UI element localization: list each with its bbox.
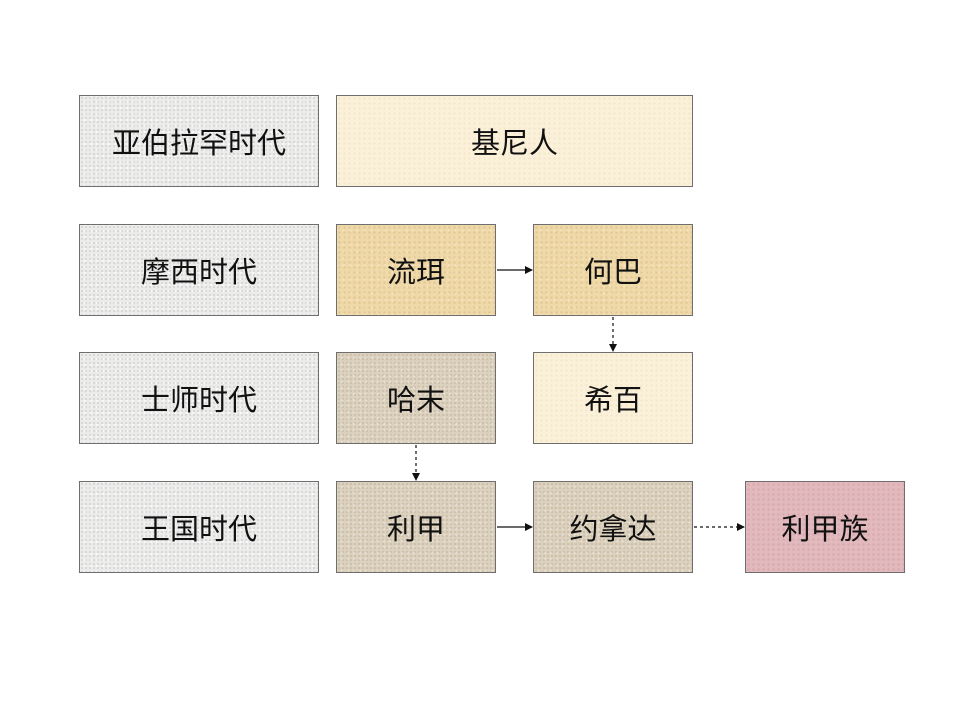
node-rechabites: 利甲族 xyxy=(745,481,905,573)
node-liuer-label: 流珥 xyxy=(386,255,445,289)
node-kenites-label: 基尼人 xyxy=(470,126,558,160)
node-liuer: 流珥 xyxy=(336,224,496,316)
node-hobab: 何巴 xyxy=(533,224,693,316)
era-abraham: 亚伯拉罕时代 xyxy=(79,95,319,187)
era-abraham-label: 亚伯拉罕时代 xyxy=(111,126,286,160)
node-hobab-label: 何巴 xyxy=(583,255,642,289)
era-judges-label: 士师时代 xyxy=(140,383,257,417)
node-jonadab-label: 约拿达 xyxy=(569,512,657,546)
node-heber-label: 希百 xyxy=(583,383,642,417)
node-heber: 希百 xyxy=(533,352,693,444)
era-kingdom: 王国时代 xyxy=(79,481,319,573)
node-jonadab: 约拿达 xyxy=(533,481,693,573)
era-kingdom-label: 王国时代 xyxy=(140,512,257,546)
node-hammath-label: 哈末 xyxy=(386,383,445,417)
era-judges: 士师时代 xyxy=(79,352,319,444)
era-moses-label: 摩西时代 xyxy=(140,255,257,289)
node-rechabites-label: 利甲族 xyxy=(781,512,869,546)
node-kenites: 基尼人 xyxy=(336,95,693,187)
node-hammath: 哈末 xyxy=(336,352,496,444)
node-rechab-label: 利甲 xyxy=(386,512,445,546)
node-rechab: 利甲 xyxy=(336,481,496,573)
era-moses: 摩西时代 xyxy=(79,224,319,316)
